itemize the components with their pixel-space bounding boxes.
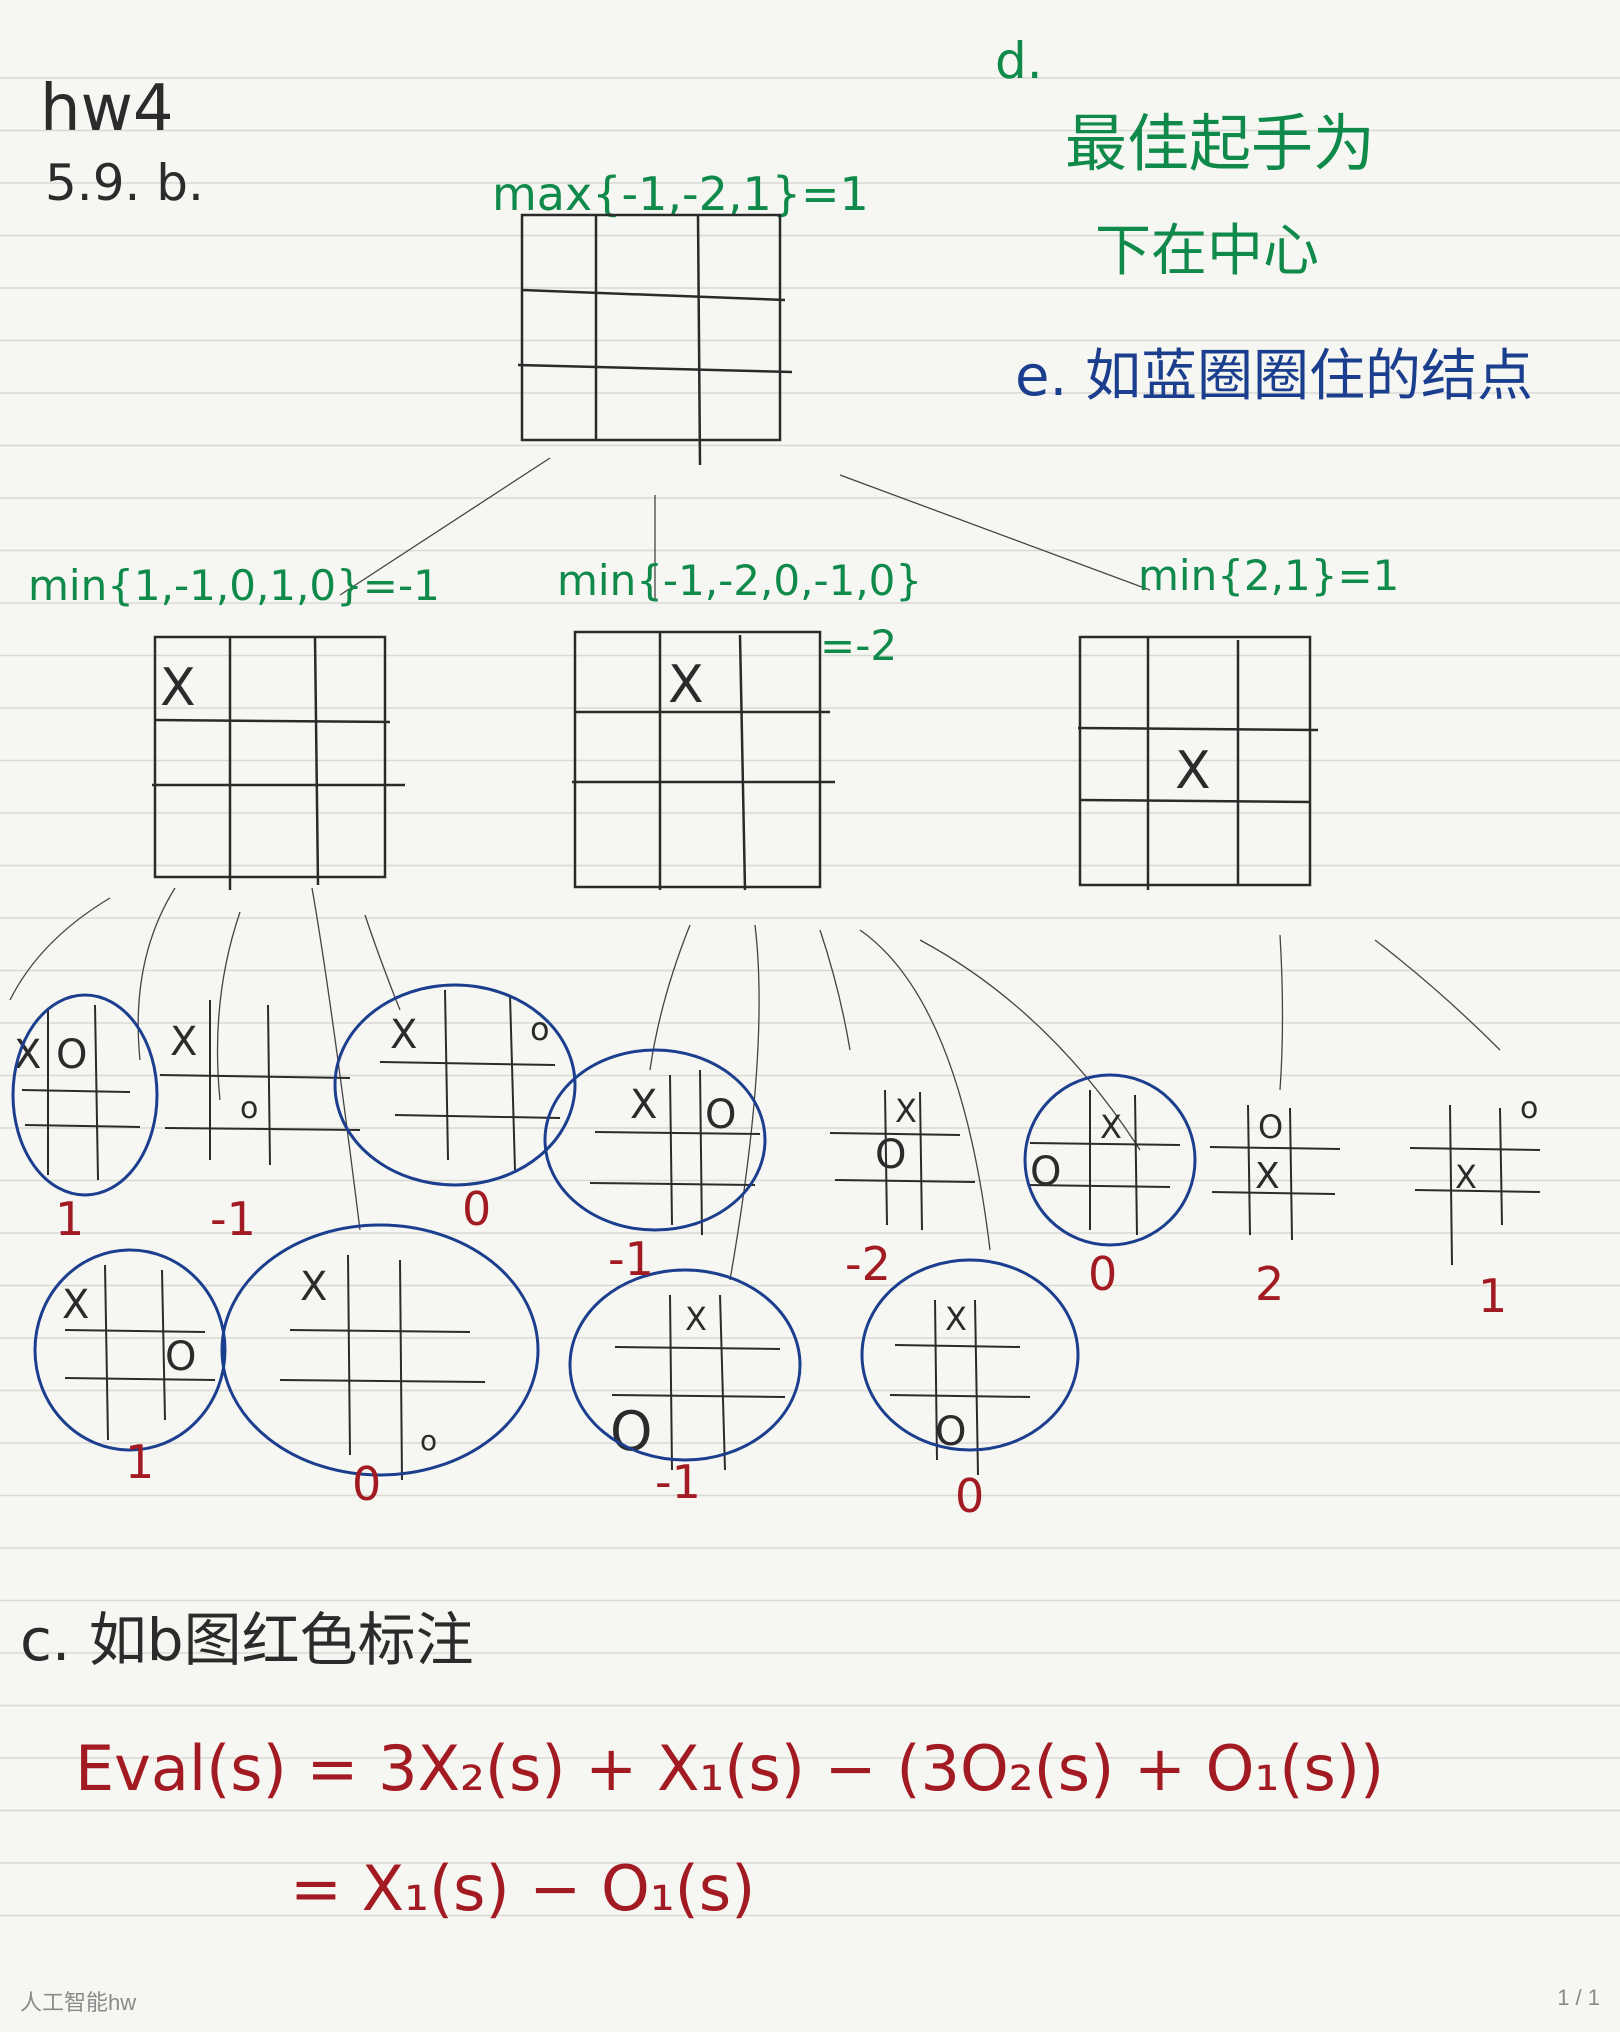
note-d-line1: 最佳起手为	[1065, 107, 1375, 180]
svg-text:1: 1	[55, 1192, 84, 1246]
svg-text:X: X	[170, 1019, 197, 1065]
note-e-line: e. 如蓝圈圈住的结点	[1015, 344, 1533, 409]
note-d-line2: 下在中心	[1095, 219, 1319, 284]
svg-text:O: O	[56, 1032, 87, 1078]
root-max-label: max{-1,-2,1}=1	[492, 167, 869, 221]
section-label: 5.9. b.	[45, 154, 204, 212]
svg-text:X: X	[1100, 1108, 1122, 1146]
svg-text:o: o	[1520, 1091, 1538, 1126]
child-2-result-label: =-2	[820, 621, 897, 670]
blue-circles	[11, 983, 1197, 1477]
footer-document-title: 人工智能hw	[20, 1990, 137, 2015]
svg-text:0: 0	[462, 1182, 491, 1236]
tree-connectors	[339, 457, 1151, 600]
ruled-lines	[0, 77, 1620, 1917]
svg-text:O: O	[610, 1400, 653, 1463]
svg-text:-2: -2	[845, 1237, 891, 1291]
svg-text:-1: -1	[210, 1192, 256, 1246]
svg-text:X: X	[630, 1082, 657, 1128]
leaf-boards-row2	[64, 1254, 1031, 1481]
svg-text:X: X	[945, 1300, 967, 1338]
footer-page-number: 1 / 1	[1557, 1985, 1600, 2010]
svg-text:X: X	[1455, 1158, 1477, 1196]
svg-text:X: X	[62, 1282, 89, 1328]
child-3-mark: X	[1175, 741, 1211, 801]
svg-text:1: 1	[1478, 1269, 1507, 1323]
svg-text:0: 0	[1088, 1247, 1117, 1301]
svg-text:X: X	[300, 1264, 327, 1310]
svg-text:O: O	[705, 1092, 736, 1138]
eval-formula-line1: Eval(s) = 3X₂(s) + X₁(s) − (3O₂(s) + O₁(…	[75, 1732, 1384, 1805]
svg-text:X: X	[895, 1092, 917, 1130]
note-d-label: d.	[995, 32, 1043, 90]
svg-text:-1: -1	[655, 1455, 701, 1509]
svg-text:O: O	[165, 1334, 196, 1380]
leaf-marks-row2: XO Xo XO XO	[62, 1264, 967, 1463]
root-board	[517, 213, 793, 466]
svg-text:X: X	[685, 1300, 707, 1338]
svg-text:0: 0	[955, 1469, 984, 1523]
svg-text:o: o	[420, 1424, 437, 1457]
leaf-values-row2: 1 0 -1 0	[125, 1435, 984, 1523]
child-board-3	[1077, 635, 1319, 890]
child-3-min-label: min{2,1}=1	[1138, 551, 1399, 600]
child-2-min-label: min{-1,-2,0,-1,0}	[557, 556, 922, 605]
svg-text:0: 0	[352, 1457, 381, 1511]
leaf-boards-row1	[21, 989, 1541, 1266]
child-board-1	[152, 635, 405, 890]
section-c-line: c. 如b图红色标注	[20, 1606, 474, 1674]
svg-text:O: O	[1258, 1108, 1283, 1146]
leaf-values-row1: 1 -1 0 -1 -2 0 2 1	[55, 1182, 1507, 1323]
svg-text:-1: -1	[608, 1232, 654, 1286]
svg-text:o: o	[240, 1091, 258, 1126]
child-board-2	[572, 630, 835, 891]
eval-formula-line2: = X₁(s) − O₁(s)	[290, 1852, 755, 1925]
child-2-mark: X	[668, 655, 704, 715]
svg-text:O: O	[1030, 1149, 1061, 1195]
svg-text:O: O	[875, 1132, 906, 1178]
hw-title: hw4	[40, 72, 174, 146]
svg-text:X: X	[1255, 1156, 1280, 1197]
child-1-mark: X	[160, 658, 196, 718]
svg-text:2: 2	[1255, 1257, 1284, 1311]
child-1-min-label: min{1,-1,0,1,0}=-1	[28, 561, 440, 610]
svg-text:X: X	[390, 1012, 417, 1058]
svg-text:1: 1	[125, 1435, 154, 1489]
